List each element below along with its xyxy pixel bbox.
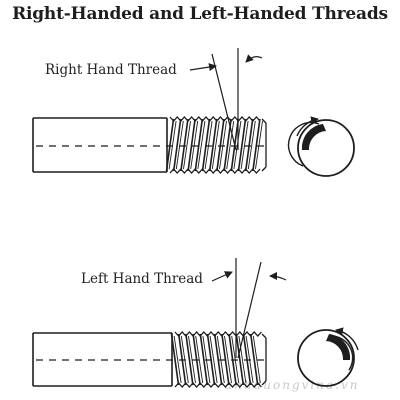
left-angle-arrow-icon [269,272,287,281]
thread-crest-line [201,118,211,172]
thread-crest-line [224,335,232,384]
right-label-leader [189,63,217,72]
thread-crest-line [197,120,206,170]
thread-crest-line [238,335,247,384]
thread-crest-line [240,120,249,170]
thread-crest-line [237,118,247,172]
thread-crest-line [183,120,191,170]
thread-crest-line [261,166,267,172]
clockwise-rotation-icon [287,116,355,177]
thread-crest-line [168,120,177,170]
left-hand-thread-group [32,258,359,388]
thread-crest-line [252,335,261,384]
right-angle-arrow-icon [245,54,263,63]
thread-crest-line [211,120,220,170]
thread-crest-line [216,118,225,172]
thread-crest-line [180,118,189,172]
thread-crest-line [261,118,267,124]
left-hand-thread-label: Left Hand Thread [81,271,203,287]
thread-crest-line [209,335,218,384]
thread-crest-line [169,168,261,174]
thread-crest-line [204,120,213,170]
thread-crest-line [252,118,261,172]
thread-crest-line [185,333,194,386]
thread-crest-line [219,120,227,170]
left-label-leader [211,271,233,282]
thread-crest-line [226,120,235,170]
thread-crest-line [244,118,254,172]
thread-crest-line [261,380,267,386]
right-threaded-section [165,116,267,174]
thread-crest-line [194,118,204,172]
thread-crest-line [261,333,267,339]
thread-crest-line [221,333,230,386]
thread-crest-line [170,333,180,386]
right-shaft [32,117,168,173]
diagram-title: Right-Handed and Left-Handed Threads [12,4,388,24]
right-hand-thread-label: Right Hand Thread [45,62,177,78]
watermark: anhduongvina.vn [225,378,360,392]
right-hand-thread-group [32,48,355,177]
thread-crest-line [208,118,218,172]
thread-crest-line [169,116,261,122]
thread-crest-line [174,331,262,337]
thread-crest-line [175,120,184,170]
thread-crest-line [235,333,245,386]
thread-crest-line [173,335,182,384]
thread-crest-line [174,382,262,388]
thread-crest-line [190,120,199,170]
thread-crest-line [199,333,209,386]
thread-crest-line [195,335,204,384]
thread-crest-line [255,120,263,170]
thread-crest-line [187,118,196,172]
thread-crest-line [165,118,175,172]
thread-crest-line [172,118,182,172]
thread-crest-line [247,120,256,170]
counterclockwise-rotation-icon [297,327,359,387]
left-helix-angle-line [237,261,262,359]
thread-crest-line [249,333,259,386]
